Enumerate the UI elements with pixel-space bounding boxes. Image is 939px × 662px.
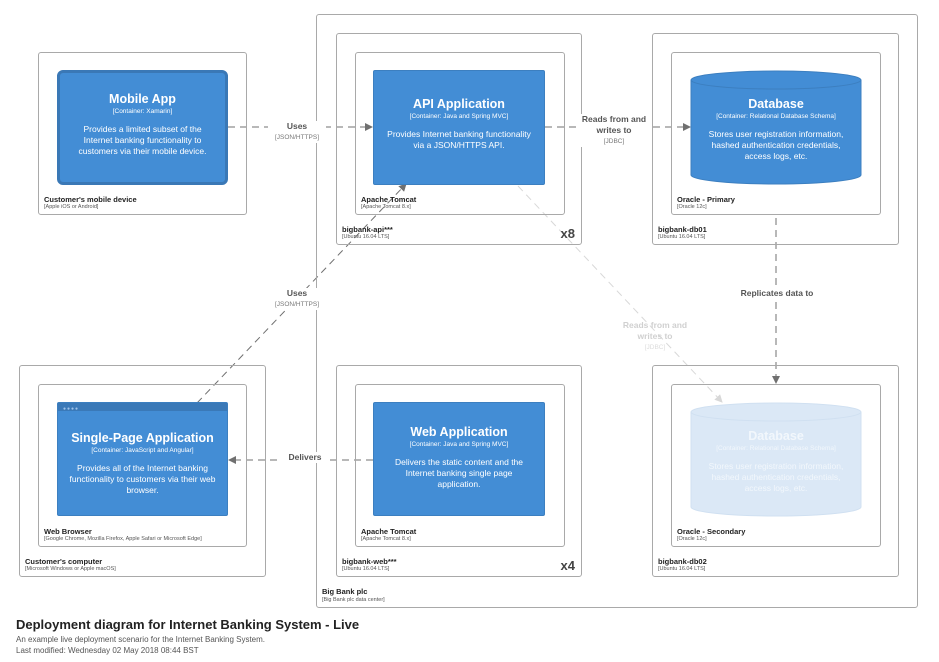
edge-label-tech: [JDBC] xyxy=(644,344,666,351)
container-tech: [Container: Java and Spring MVC] xyxy=(409,441,509,448)
node-label: Customer's computer xyxy=(25,557,103,566)
container-description: Stores user registration information, ha… xyxy=(708,129,844,161)
node-tech: [Ubuntu 16.04 LTS] xyxy=(342,234,390,240)
node-bigbank-web: bigbank-web*** [Ubuntu 16.04 LTS] x4 xyxy=(336,365,582,577)
node-oracle-primary: Oracle - Primary [Oracle 12c] xyxy=(671,52,881,215)
container-mobile-app: Mobile App [Container: Xamarin] Provides… xyxy=(57,70,228,185)
node-tomcat-web: Apache Tomcat [Apache Tomcat 8.x] xyxy=(355,384,565,547)
edge-label-tech: [JSON/HTTPS] xyxy=(274,301,320,308)
edge-label-text: Delivers xyxy=(288,452,322,462)
edge-label-replicates: Replicates data to xyxy=(733,288,821,299)
node-label: bigbank-api*** xyxy=(342,225,393,234)
node-tomcat-api: Apache Tomcat [Apache Tomcat 8.x] xyxy=(355,52,565,215)
container-tech: [Container: Relational Database Schema] xyxy=(716,113,836,120)
container-title: Single-Page Application xyxy=(71,431,214,445)
node-tech: [Oracle 12c] xyxy=(677,536,707,542)
node-tech: [Microsoft Windows or Apple macOS] xyxy=(25,566,116,572)
node-tech: [Apple iOS or Android] xyxy=(44,204,99,210)
node-tech: [Apache Tomcat 8.x] xyxy=(361,204,411,210)
container-database-secondary: Database [Container: Relational Database… xyxy=(690,429,862,494)
instance-multiplier: x4 xyxy=(560,558,575,573)
edge-label-text: Uses xyxy=(286,121,308,131)
edge-label-api-reads-primary: Reads from and writes to [JDBC] xyxy=(576,114,652,147)
edge-label-tech: [JSON/HTTPS] xyxy=(274,134,320,141)
container-tech: [Container: Xamarin] xyxy=(112,108,173,115)
container-single-page-application: ●●●● Single-Page Application [Container:… xyxy=(57,402,228,516)
container-description: Delivers the static content and the Inte… xyxy=(394,457,524,489)
node-label: bigbank-db01 xyxy=(658,225,707,234)
edge-label-text: Replicates data to xyxy=(740,288,814,298)
container-description: Stores user registration information, ha… xyxy=(708,461,844,493)
edge-label-spa-uses-api: Uses [JSON/HTTPS] xyxy=(268,288,326,310)
edge-label-text: Reads from and writes to xyxy=(622,320,688,341)
edge-label-delivers: Delivers xyxy=(282,452,328,463)
container-description: Provides Internet banking functionality … xyxy=(387,129,531,150)
node-bigbank-db02: bigbank-db02 [Ubuntu 16.04 LTS] xyxy=(652,365,899,577)
node-tech: [Apache Tomcat 8.x] xyxy=(361,536,411,542)
node-tech: [Big Bank plc data center] xyxy=(322,597,385,603)
container-api-application: API Application [Container: Java and Spr… xyxy=(373,70,545,185)
node-label: Customer's mobile device xyxy=(44,195,137,204)
container-tech: [Container: JavaScript and Angular] xyxy=(91,447,194,454)
database-cylinder-secondary xyxy=(690,402,862,517)
container-database-primary: Database [Container: Relational Database… xyxy=(690,97,862,162)
browser-toolbar: ●●●● xyxy=(58,403,227,412)
browser-dots-icon: ●●●● xyxy=(63,406,80,412)
database-cylinder-primary xyxy=(690,70,862,185)
edge-spa-uses-api xyxy=(196,183,407,404)
container-title: Mobile App xyxy=(109,92,176,106)
node-customer-computer: Customer's computer [Microsoft Windows o… xyxy=(19,365,266,577)
container-title: Web Application xyxy=(410,425,508,439)
node-tech: [Ubuntu 16.04 LTS] xyxy=(658,234,706,240)
node-tech: [Ubuntu 16.04 LTS] xyxy=(342,566,390,572)
container-web-application: Web Application [Container: Java and Spr… xyxy=(373,402,545,516)
node-oracle-secondary: Oracle - Secondary [Oracle 12c] xyxy=(671,384,881,547)
edge-label-tech: [JDBC] xyxy=(603,138,625,145)
node-tech: [Oracle 12c] xyxy=(677,204,707,210)
node-label: Oracle - Primary xyxy=(677,195,735,204)
container-title: API Application xyxy=(413,97,505,111)
container-description: Provides all of the Internet banking fun… xyxy=(69,463,216,495)
container-tech: [Container: Relational Database Schema] xyxy=(716,445,836,452)
diagram-description: An example live deployment scenario for … xyxy=(16,635,266,644)
edge-label-mobile-uses-api: Uses [JSON/HTTPS] xyxy=(268,121,326,143)
node-tech: [Ubuntu 16.04 LTS] xyxy=(658,566,706,572)
node-web-browser: Web Browser [Google Chrome, Mozilla Fire… xyxy=(38,384,247,547)
container-description: Provides a limited subset of the Interne… xyxy=(78,124,207,156)
container-title: Database xyxy=(748,429,804,443)
node-label: Big Bank plc xyxy=(322,587,368,596)
edge-label-text: Uses xyxy=(286,288,308,298)
node-bigbank-db01: bigbank-db01 [Ubuntu 16.04 LTS] xyxy=(652,33,899,245)
node-big-bank: Big Bank plc [Big Bank plc data center] xyxy=(316,14,918,608)
node-label: Web Browser xyxy=(44,527,92,536)
node-label: Apache Tomcat xyxy=(361,527,417,536)
instance-multiplier: x8 xyxy=(560,226,575,241)
diagram-title: Deployment diagram for Internet Banking … xyxy=(16,617,360,632)
container-tech: [Container: Java and Spring MVC] xyxy=(409,113,509,120)
container-title: Database xyxy=(748,97,804,111)
node-label: bigbank-db02 xyxy=(658,557,707,566)
node-mobile-device: Customer's mobile device [Apple iOS or A… xyxy=(38,52,247,215)
node-label: bigbank-web*** xyxy=(342,557,397,566)
diagram-last-modified: Last modified: Wednesday 02 May 2018 08:… xyxy=(16,646,199,655)
edge-label-api-reads-secondary: Reads from and writes to [JDBC] xyxy=(617,320,693,353)
node-label: Apache Tomcat xyxy=(361,195,417,204)
edge-label-text: Reads from and writes to xyxy=(581,114,647,135)
node-label: Oracle - Secondary xyxy=(677,527,746,536)
node-tech: [Google Chrome, Mozilla Firefox, Apple S… xyxy=(44,536,202,542)
edge-api-reads-secondary xyxy=(517,185,723,403)
